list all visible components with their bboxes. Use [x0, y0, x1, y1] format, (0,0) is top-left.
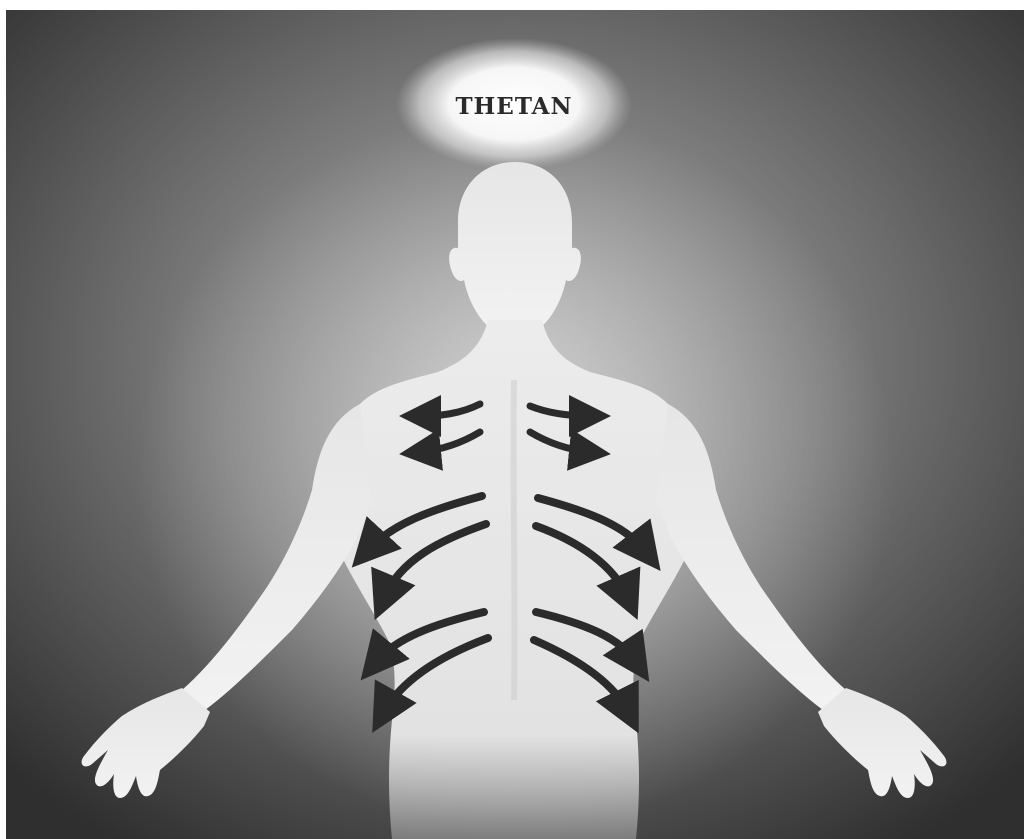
- spine-shading: [513, 380, 514, 700]
- thetan-label: THETAN: [455, 93, 572, 120]
